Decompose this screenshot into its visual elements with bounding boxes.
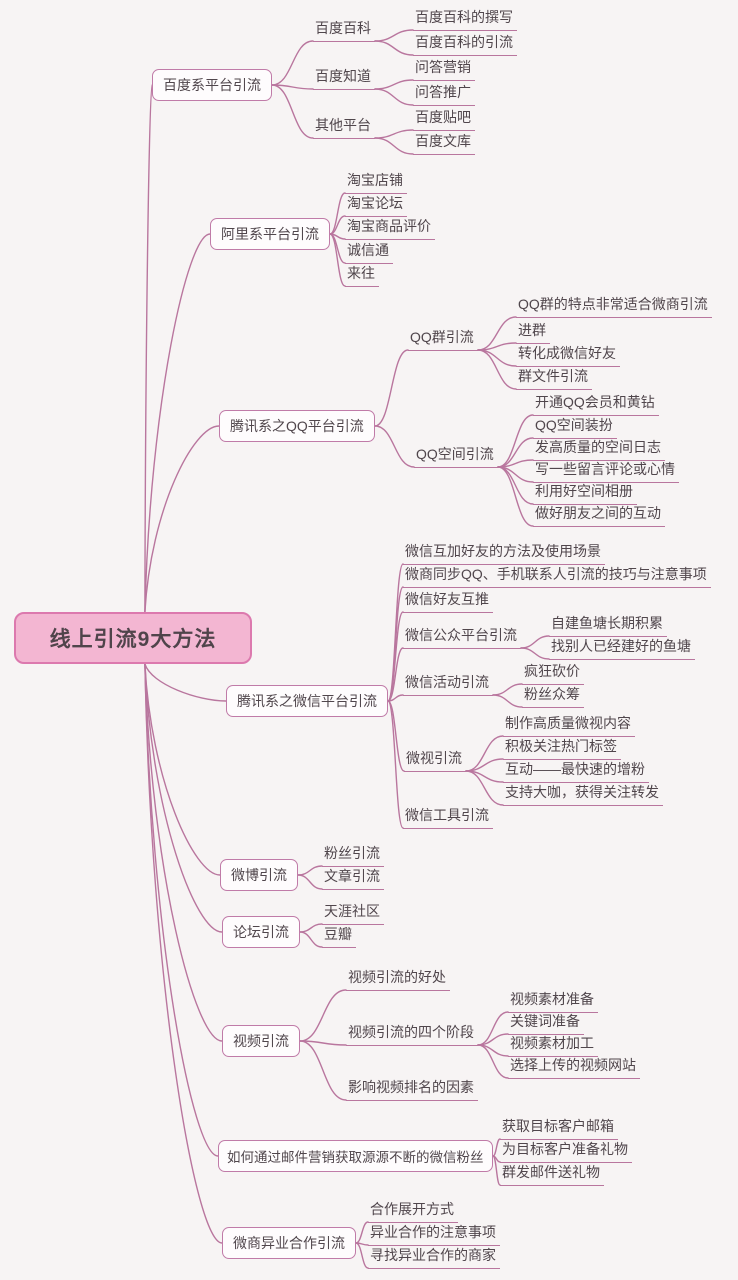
subtopic[interactable]: 豆瓣 xyxy=(322,924,356,948)
leaf-topic[interactable]: 利用好空间相册 xyxy=(533,481,637,505)
leaf-topic[interactable]: 粉丝众筹 xyxy=(522,684,584,708)
leaf-topic[interactable]: 支持大咖，获得关注转发 xyxy=(503,782,663,806)
branch-topic-email[interactable]: 如何通过邮件营销获取源源不断的微信粉丝 xyxy=(218,1140,493,1172)
subtopic[interactable]: 群发邮件送礼物 xyxy=(500,1162,604,1186)
subtopic[interactable]: 其他平台 xyxy=(313,115,375,139)
subtopic[interactable]: 微信工具引流 xyxy=(403,805,493,829)
leaf-topic[interactable]: 百度文库 xyxy=(413,131,475,155)
leaf-topic[interactable]: 疯狂砍价 xyxy=(522,661,584,685)
branch-topic-video[interactable]: 视频引流 xyxy=(222,1025,300,1057)
leaf-topic[interactable]: QQ群的特点非常适合微商引流 xyxy=(516,294,712,318)
leaf-topic[interactable]: 选择上传的视频网站 xyxy=(508,1055,640,1079)
subtopic[interactable]: 获取目标客户邮箱 xyxy=(500,1116,618,1140)
root-topic[interactable]: 线上引流9大方法 xyxy=(14,612,252,664)
subtopic[interactable]: 淘宝商品评价 xyxy=(345,216,435,240)
leaf-topic[interactable]: 关键词准备 xyxy=(508,1011,584,1035)
leaf-topic[interactable]: 视频素材加工 xyxy=(508,1033,598,1057)
subtopic[interactable]: 百度百科 xyxy=(313,18,375,42)
leaf-topic[interactable]: 发高质量的空间日志 xyxy=(533,437,665,461)
subtopic[interactable]: 诚信通 xyxy=(345,240,393,264)
leaf-topic[interactable]: 视频素材准备 xyxy=(508,989,598,1013)
subtopic[interactable]: 淘宝论坛 xyxy=(345,193,407,217)
subtopic[interactable]: 影响视频排名的因素 xyxy=(346,1077,478,1101)
subtopic[interactable]: 微视引流 xyxy=(404,748,466,772)
branch-topic-qq[interactable]: 腾讯系之QQ平台引流 xyxy=(219,410,375,442)
subtopic[interactable]: 微信好友互推 xyxy=(403,589,493,613)
subtopic[interactable]: 微信公众平台引流 xyxy=(403,625,521,649)
subtopic[interactable]: 天涯社区 xyxy=(322,901,384,925)
branch-topic-baidu[interactable]: 百度系平台引流 xyxy=(152,69,272,101)
subtopic[interactable]: 文章引流 xyxy=(322,866,384,890)
leaf-topic[interactable]: 积极关注热门标签 xyxy=(503,736,621,760)
leaf-topic[interactable]: 制作高质量微视内容 xyxy=(503,713,635,737)
leaf-topic[interactable]: 百度贴吧 xyxy=(413,107,475,131)
leaf-topic[interactable]: 做好朋友之间的互动 xyxy=(533,503,665,527)
leaf-topic[interactable]: 写一些留言评论或心情 xyxy=(533,459,679,483)
subtopic[interactable]: 视频引流的好处 xyxy=(346,967,450,991)
leaf-topic[interactable]: 问答营销 xyxy=(413,57,475,81)
leaf-topic[interactable]: 进群 xyxy=(516,320,550,344)
subtopic[interactable]: 合作展开方式 xyxy=(368,1199,458,1223)
leaf-topic[interactable]: QQ空间装扮 xyxy=(533,415,617,439)
subtopic[interactable]: 为目标客户准备礼物 xyxy=(500,1139,632,1163)
subtopic[interactable]: 视频引流的四个阶段 xyxy=(346,1022,478,1046)
leaf-topic[interactable]: 开通QQ会员和黄钻 xyxy=(533,392,659,416)
subtopic[interactable]: 淘宝店铺 xyxy=(345,170,407,194)
subtopic[interactable]: 微信活动引流 xyxy=(403,672,493,696)
subtopic[interactable]: 粉丝引流 xyxy=(322,843,384,867)
branch-topic-forum[interactable]: 论坛引流 xyxy=(222,916,300,948)
subtopic[interactable]: 来往 xyxy=(345,263,379,287)
subtopic[interactable]: QQ空间引流 xyxy=(414,444,498,468)
subtopic[interactable]: 微商同步QQ、手机联系人引流的技巧与注意事项 xyxy=(403,564,711,588)
subtopic[interactable]: 百度知道 xyxy=(313,66,375,90)
branch-topic-weibo[interactable]: 微博引流 xyxy=(220,859,298,891)
leaf-topic[interactable]: 自建鱼塘长期积累 xyxy=(549,613,667,637)
leaf-topic[interactable]: 百度百科的撰写 xyxy=(413,7,517,31)
subtopic[interactable]: QQ群引流 xyxy=(408,327,478,351)
leaf-topic[interactable]: 找别人已经建好的鱼塘 xyxy=(549,636,695,660)
leaf-topic[interactable]: 互动——最快速的增粉 xyxy=(503,759,649,783)
leaf-topic[interactable]: 转化成微信好友 xyxy=(516,343,620,367)
subtopic[interactable]: 微信互加好友的方法及使用场景 xyxy=(403,541,605,565)
leaf-topic[interactable]: 百度百科的引流 xyxy=(413,32,517,56)
branch-topic-cooperation[interactable]: 微商异业合作引流 xyxy=(222,1227,356,1259)
subtopic[interactable]: 异业合作的注意事项 xyxy=(368,1222,500,1246)
subtopic[interactable]: 寻找异业合作的商家 xyxy=(368,1245,500,1269)
leaf-topic[interactable]: 群文件引流 xyxy=(516,366,592,390)
leaf-topic[interactable]: 问答推广 xyxy=(413,82,475,106)
branch-topic-ali[interactable]: 阿里系平台引流 xyxy=(210,218,330,250)
branch-topic-wechat[interactable]: 腾讯系之微信平台引流 xyxy=(226,685,388,717)
